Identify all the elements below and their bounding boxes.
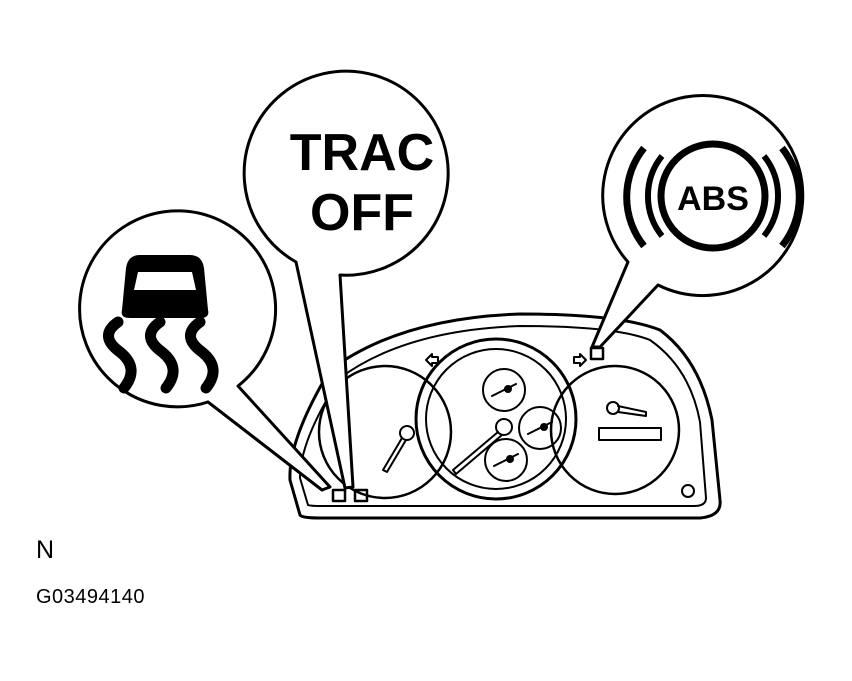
speedometer [414, 337, 578, 501]
off-text: OFF [310, 184, 414, 242]
abs-warning-icon [623, 140, 803, 252]
section-code: N [36, 536, 55, 564]
left-turn-arrow-icon [425, 353, 439, 367]
sub-gauge-right [518, 406, 562, 450]
abs-text: ABS [677, 180, 749, 218]
figure-id: G03494140 [36, 586, 146, 608]
right-gauge [549, 364, 681, 496]
left-gauge [317, 364, 453, 500]
sub-gauge-top [482, 368, 526, 412]
trac-off-callout [242, 69, 450, 490]
trip-reset-knob [681, 484, 695, 498]
right-turn-arrow-icon [573, 353, 587, 367]
trac-text: TRAC [290, 124, 434, 182]
car-skid-icon [103, 255, 219, 394]
odometer-display [598, 427, 662, 441]
sub-gauge-bottom [484, 438, 528, 482]
cluster-housing [288, 312, 722, 520]
trac-off-indicator-lamp [353, 488, 369, 503]
abs-indicator-lamp [589, 346, 605, 361]
slip-indicator-lamp [331, 488, 347, 503]
